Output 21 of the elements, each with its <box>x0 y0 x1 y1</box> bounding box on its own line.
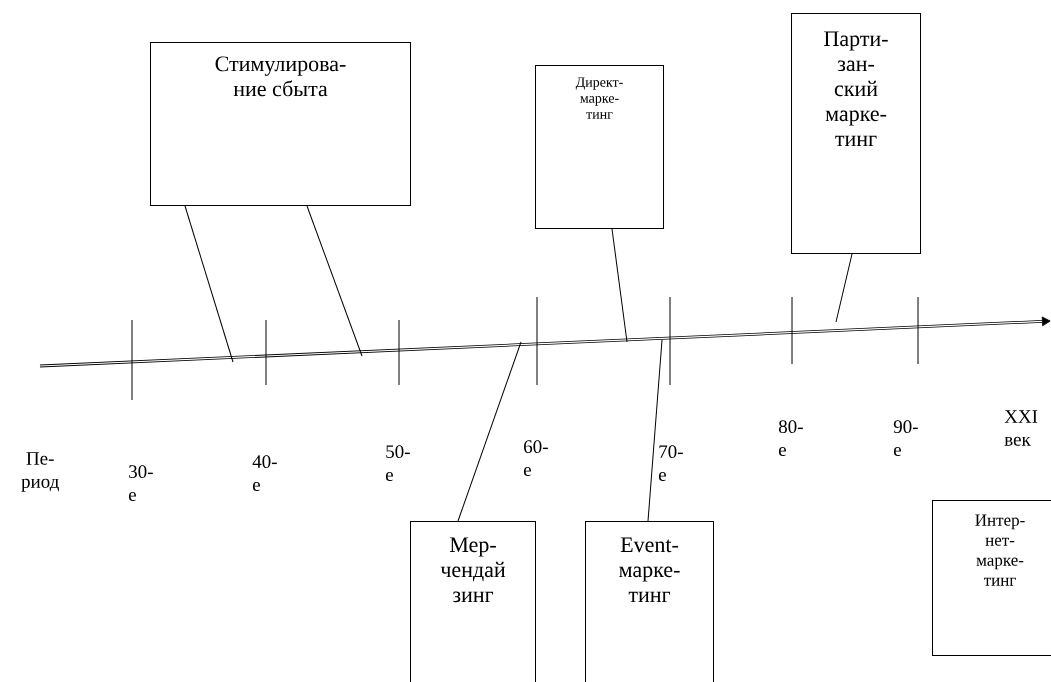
period-label: 90- е <box>893 420 918 457</box>
text-box: Директ- марке- тинг <box>535 65 664 229</box>
period-label: 80- е <box>778 420 803 457</box>
period-label: Пе- риод <box>21 452 59 492</box>
period-label: 40- е <box>252 455 277 492</box>
text-box: Event- марке- тинг <box>585 521 714 682</box>
leader-line <box>306 205 363 357</box>
leader-line <box>647 339 663 522</box>
period-label: 70- е <box>658 445 683 482</box>
text-box: Парти- зан- ский марке- тинг <box>791 13 921 254</box>
period-label: XXI век <box>1004 410 1038 446</box>
text-box: Стимулирова- ние сбыта <box>150 42 411 206</box>
leader-line <box>184 205 234 363</box>
leader-line <box>611 228 628 343</box>
text-box: Интер- нет- марке- тинг <box>932 500 1051 656</box>
period-label: 30- е <box>128 465 153 502</box>
text-box: Мер- чендай зинг <box>410 521 536 682</box>
period-label: 50- е <box>385 445 410 482</box>
period-label: 60- е <box>523 440 548 477</box>
leader-line <box>457 341 522 522</box>
leader-line <box>835 253 853 323</box>
